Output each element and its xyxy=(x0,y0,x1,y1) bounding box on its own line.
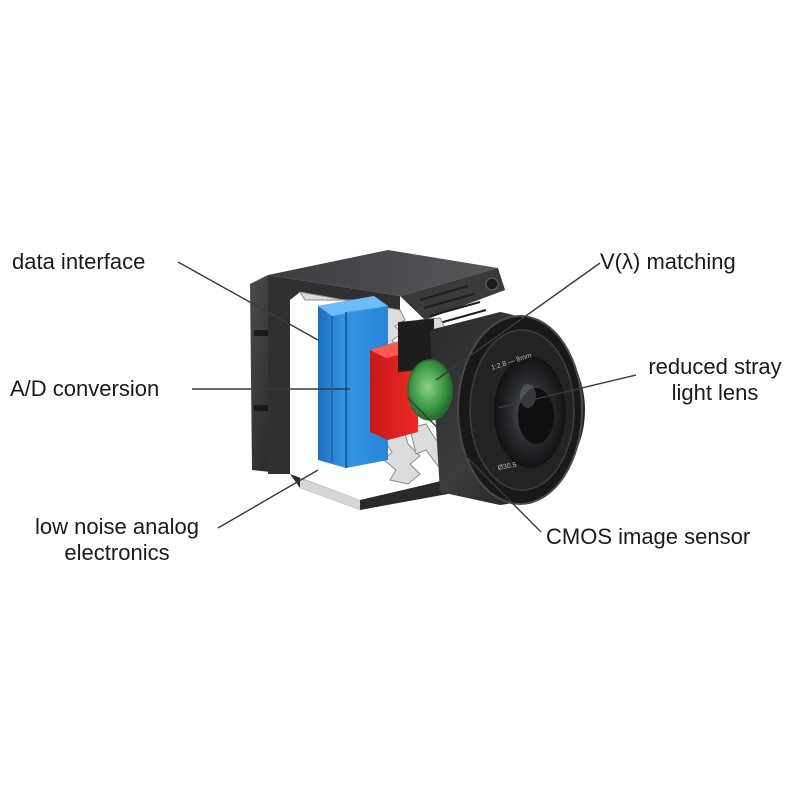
label-cmos-image-sensor: CMOS image sensor xyxy=(546,524,751,549)
leader-lines xyxy=(177,261,637,533)
v-lambda-filter xyxy=(407,359,453,421)
label-low-noise-line2: electronics xyxy=(64,540,170,565)
leader-stray-light xyxy=(497,374,637,409)
label-low-noise-line1: low noise analog xyxy=(35,514,199,539)
sensor-package xyxy=(398,318,434,373)
label-stray-light-line2: light lens xyxy=(671,380,759,405)
leader-low-noise xyxy=(217,469,319,529)
label-v-lambda-matching: V(λ) matching xyxy=(600,249,736,274)
label-low-noise-electronics: low noise analog electronics xyxy=(12,514,222,566)
label-data-interface: data interface xyxy=(12,249,146,274)
leader-cmos xyxy=(407,397,542,533)
leader-data-interface xyxy=(177,261,319,341)
lens-engraving-bottom: Ø30.5 xyxy=(497,462,517,472)
camera-housing xyxy=(250,250,505,510)
label-ad-conversion: A/D conversion xyxy=(10,376,160,401)
leader-v-lambda xyxy=(435,262,601,381)
label-stray-light-line1: reduced stray xyxy=(648,354,782,379)
lens-barrel: 1:2.8 — 8mm Ø30.5 xyxy=(430,312,585,505)
label-reduced-stray-light-lens: reduced stray light lens xyxy=(630,354,800,406)
